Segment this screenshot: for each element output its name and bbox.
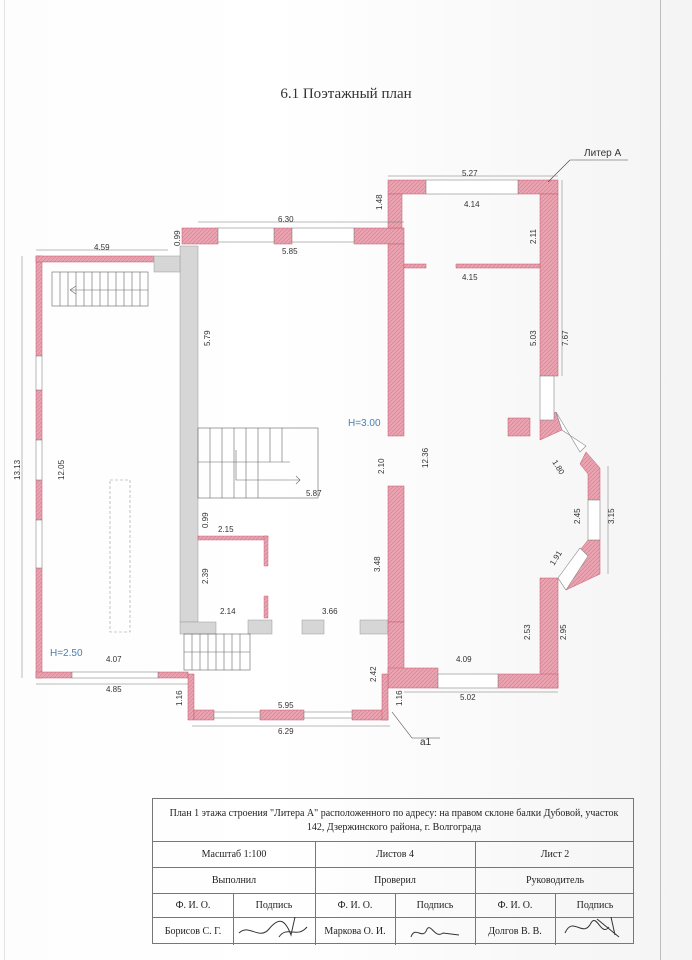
service-rooms-partitions — [197, 535, 269, 619]
dim-label: 5.79 — [203, 330, 212, 346]
left-staircase — [51, 271, 149, 307]
dim-label: 3.48 — [373, 556, 382, 572]
table-rule — [153, 917, 633, 918]
signature-header: Подпись — [576, 899, 614, 911]
signature-performer — [238, 916, 308, 938]
table-rule — [153, 867, 633, 868]
dim-label: 1.16 — [395, 690, 404, 706]
table-rule — [153, 841, 633, 842]
dim-label: 1.91 — [548, 549, 564, 567]
dim-label: 4.15 — [462, 273, 478, 282]
dim-label: 0.99 — [173, 230, 182, 246]
dim-label: 1.80 — [550, 458, 566, 476]
dim-label: 2.39 — [201, 568, 210, 584]
height-label-main: H=3.00 — [348, 418, 381, 429]
dim-label: 13.13 — [13, 459, 22, 480]
central-staircase — [197, 427, 319, 499]
dim-label: 4.09 — [456, 655, 472, 664]
dim-label: 2.95 — [559, 624, 568, 640]
main-block-windows — [217, 179, 601, 689]
porch-windows — [213, 711, 353, 719]
floor-plan: Литер А a1 5.27 4.14 1.48 6.30 5.85 4.59… — [13, 148, 628, 748]
main-block-walls — [181, 179, 601, 689]
dim-label: 2.45 — [573, 508, 582, 524]
dim-label: 4.59 — [94, 243, 110, 252]
left-block-windows — [35, 355, 159, 679]
dim-label: 12.05 — [57, 459, 66, 480]
fio-header: Ф. И. О. — [337, 899, 373, 911]
dim-label: 2.15 — [218, 525, 234, 534]
dim-label: 0.99 — [201, 512, 210, 528]
dim-label: 1.16 — [175, 690, 184, 706]
role-head: Руководитель — [525, 874, 585, 886]
dim-label: 4.07 — [106, 655, 122, 664]
dim-label: 2.14 — [220, 607, 236, 616]
section-mark: a1 — [420, 737, 432, 748]
litera-label: Литер А — [584, 148, 622, 159]
dim-label: 6.30 — [278, 215, 294, 224]
signature-checker — [410, 927, 460, 938]
signature-header: Подпись — [416, 899, 454, 911]
dim-label: 5.95 — [278, 701, 294, 710]
signature-head — [564, 916, 620, 938]
dim-label: 2.53 — [523, 624, 532, 640]
fio-header: Ф. И. О. — [497, 899, 533, 911]
dim-label: 5.85 — [282, 247, 298, 256]
dim-label: 3.66 — [322, 607, 338, 616]
entrance-staircase — [183, 633, 251, 671]
section-leader-line — [391, 711, 413, 739]
plan-description: План 1 этажа строения "Литера А" располо… — [169, 808, 619, 833]
dim-label: 5.27 — [462, 169, 478, 178]
fio-header: Ф. И. О. — [175, 899, 211, 911]
table-rule — [555, 893, 556, 945]
dim-label: 5.87 — [306, 489, 322, 498]
dim-label: 12.36 — [421, 447, 430, 468]
dim-label: 7.67 — [561, 330, 570, 346]
dim-label: 2.10 — [377, 458, 386, 474]
role-checked: Проверил — [374, 874, 416, 886]
dim-label: 5.02 — [460, 693, 476, 702]
sheets-total-cell: Листов 4 — [375, 848, 415, 860]
sheet-left-edge — [4, 0, 5, 960]
sheet-border-line — [660, 0, 661, 960]
title-block: План 1 этажа строения "Литера А" располо… — [152, 798, 634, 945]
dimension-lines — [21, 175, 609, 727]
role-performed: Выполнил — [211, 874, 257, 886]
central-partition — [153, 245, 389, 635]
dim-label: 2.11 — [529, 228, 538, 244]
sheet-number-cell: Лист 2 — [540, 848, 570, 860]
dim-label: 1.48 — [375, 194, 384, 210]
dim-label: 6.29 — [278, 727, 294, 736]
signature-header: Подпись — [255, 899, 293, 911]
litera-leader-line — [547, 159, 571, 183]
table-rule — [475, 841, 476, 945]
dim-label: 5.03 — [529, 330, 538, 346]
height-label-left: H=2.50 — [50, 648, 83, 659]
dim-label: 2.42 — [369, 666, 378, 682]
dim-label: 4.14 — [464, 200, 480, 209]
page-title: 6.1 Поэтажный план — [280, 86, 412, 102]
table-rule — [315, 841, 316, 945]
table-rule — [233, 893, 234, 945]
checker-name: Маркова О. И. — [324, 925, 386, 937]
left-block-dashed-area — [109, 479, 131, 633]
table-rule — [153, 893, 633, 894]
performer-name: Борисов С. Г. — [164, 925, 222, 937]
dimension-labels: 5.27 4.14 1.48 6.30 5.85 4.59 0.99 2.11 … — [13, 169, 616, 736]
scale-cell: Масштаб 1:100 — [201, 848, 267, 860]
left-block-walls — [35, 255, 189, 679]
head-name: Долгов В. В. — [488, 925, 542, 937]
dim-label: 3.15 — [607, 508, 616, 524]
dim-label: 4.85 — [106, 685, 122, 694]
table-rule — [395, 893, 396, 945]
